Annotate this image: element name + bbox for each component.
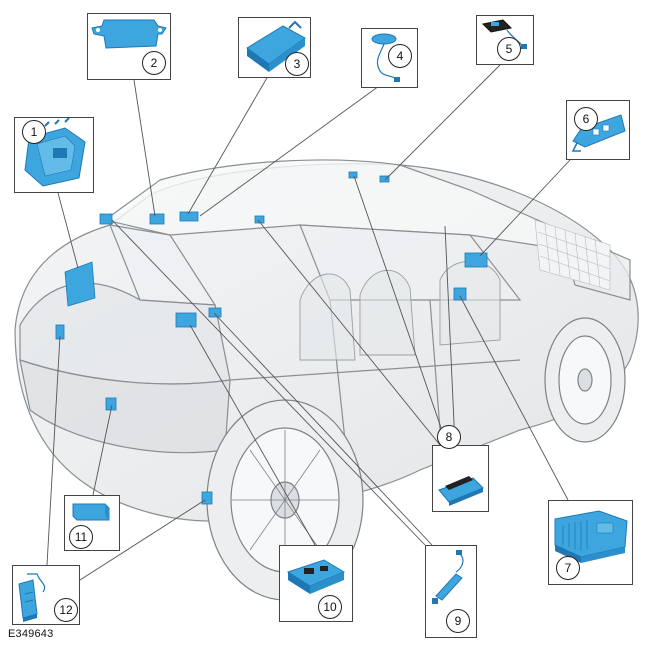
callout-box-10	[279, 545, 353, 622]
callout-box-11	[64, 495, 120, 551]
callout-number-12: 12	[54, 598, 78, 622]
module-2-icon	[91, 19, 167, 49]
rear-wheel	[544, 317, 626, 443]
callout-number-5: 5	[497, 37, 521, 61]
component-7-in-vehicle	[453, 287, 467, 301]
callout-number-3: 3	[285, 52, 309, 76]
component-12b-in-vehicle	[201, 491, 213, 505]
callout-number-2: 2	[142, 51, 166, 75]
component-10-in-vehicle	[175, 312, 197, 328]
component-3-in-vehicle	[179, 211, 199, 222]
antenna-9-icon	[432, 550, 464, 604]
antenna-4-icon	[371, 33, 400, 82]
component-2-in-vehicle	[149, 213, 165, 225]
module-8-icon	[438, 476, 484, 506]
component-5-in-vehicle	[379, 175, 390, 183]
interior-seats	[299, 260, 501, 361]
callout-box-2	[87, 13, 171, 80]
callout-number-1: 1	[22, 120, 46, 144]
module-12-icon	[18, 573, 46, 622]
leader-lines	[46, 64, 571, 581]
component-6-in-vehicle	[464, 252, 488, 268]
component-8b-in-vehicle	[348, 171, 358, 179]
callout-number-10: 10	[318, 595, 342, 619]
component-9b-in-vehicle	[208, 307, 222, 318]
callout-number-6: 6	[574, 107, 598, 131]
rear-mesh	[534, 219, 611, 291]
callout-box-7	[548, 500, 633, 585]
callout-box-3	[238, 17, 311, 78]
figure-reference: E349643	[8, 628, 54, 640]
callout-number-4: 4	[388, 44, 412, 68]
callout-number-7: 7	[556, 556, 580, 580]
component-9-in-vehicle	[99, 213, 113, 225]
module-11-icon	[72, 503, 110, 521]
module-10-icon	[286, 559, 346, 594]
callout-box-8	[432, 445, 489, 512]
antenna-5-icon	[481, 19, 527, 49]
component-8-in-vehicle	[254, 215, 265, 224]
callout-number-8: 8	[437, 425, 461, 449]
module-3-icon	[246, 20, 306, 72]
component-1-in-vehicle	[64, 261, 96, 307]
callout-box-6	[566, 100, 630, 160]
callout-number-11: 11	[69, 525, 93, 549]
callout-number-9: 9	[446, 609, 470, 633]
module-7-icon	[554, 510, 628, 563]
module-6-icon	[571, 114, 626, 152]
module-1-icon	[24, 117, 86, 187]
